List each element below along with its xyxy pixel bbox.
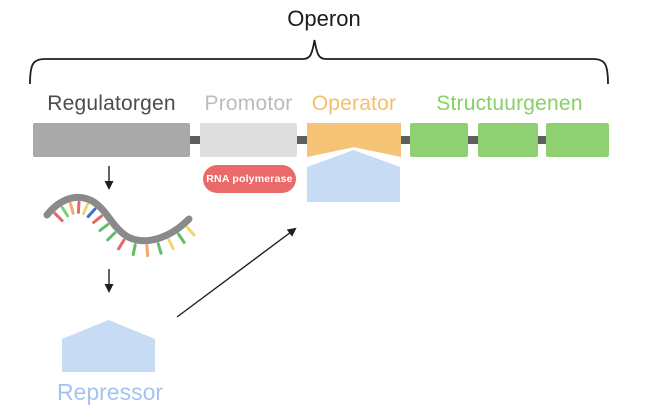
label-regulatorgen: Regulatorgen: [47, 92, 176, 115]
mrna-base-tick: [98, 222, 110, 232]
rna-polymerase-badge: RNA polymerase: [203, 165, 296, 193]
structural-gene-block-1: [410, 123, 468, 157]
mrna-base-tick: [92, 214, 103, 224]
mrna-base-tick: [177, 232, 186, 244]
structural-gene-block-2: [478, 123, 538, 157]
mrna-base-tick: [156, 242, 163, 255]
label-structuurgenen: Structuurgenen: [436, 92, 583, 115]
mrna-base-tick: [167, 238, 175, 251]
operator-block: [307, 123, 401, 157]
label-operator: Operator: [311, 92, 397, 115]
mrna-base-tick: [145, 244, 150, 258]
repressor-on-operator-shape: [307, 150, 400, 202]
structural-gene-block-3: [546, 123, 609, 157]
label-promotor: Promotor: [204, 92, 293, 115]
repressor-label: Repressor: [56, 379, 164, 405]
mrna-base-tick: [76, 200, 81, 214]
mrna-base-tick: [60, 206, 70, 218]
mrna-base-tick: [53, 211, 64, 223]
mrna-base-tick: [106, 231, 117, 242]
mrna-base-tick: [86, 207, 97, 218]
mrna-base-tick: [131, 243, 137, 257]
mrna-base-tick: [82, 202, 89, 215]
arrow-repressor-to-operator-icon: [176, 227, 297, 318]
mrna-base-tick: [68, 202, 75, 215]
regulator-gene-block: [33, 123, 190, 157]
operon-brace-icon: [29, 39, 609, 85]
mrna-base-tick: [185, 225, 196, 237]
diagram-title: Operon: [287, 6, 361, 31]
mrna-strand-icon: [43, 193, 193, 245]
mrna-base-tick: [117, 238, 126, 251]
mrna-base-ticks: [53, 200, 196, 258]
repressor-shape: [62, 320, 155, 372]
promoter-block: [200, 123, 297, 157]
